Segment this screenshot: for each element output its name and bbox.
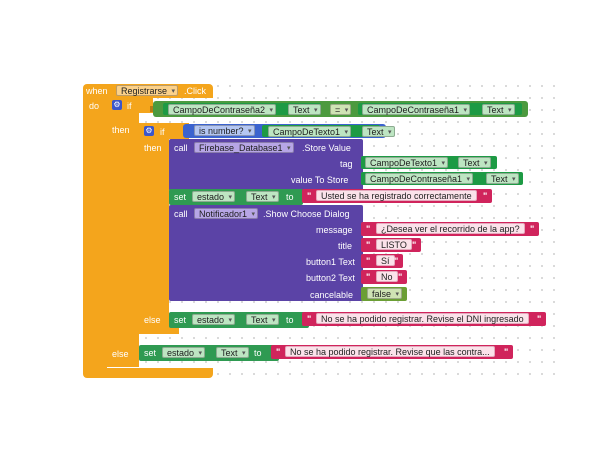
getter-right-property[interactable]: Text — [482, 104, 515, 116]
event-block-left-arm — [83, 96, 107, 372]
dialog-call-label: call — [174, 209, 188, 219]
when-label: when — [86, 86, 108, 96]
message-text-value[interactable]: ¿Desea ver el recorrido de la app? — [376, 223, 525, 234]
getter-right-component[interactable]: CampoDeContraseña1 — [362, 104, 471, 116]
pass-error-close-quote: " — [504, 347, 509, 357]
dni-error-text-value[interactable]: No se ha podido registrar. Revise el DNI… — [316, 313, 529, 324]
button1-open-quote: " — [366, 256, 371, 266]
title-open-quote: " — [366, 240, 371, 250]
tag-getter-property[interactable]: Text — [458, 157, 491, 169]
set-dni-component[interactable]: estado — [192, 314, 236, 326]
button2-text-value[interactable]: No — [376, 271, 398, 282]
success-open-quote: " — [307, 191, 312, 201]
value-to-store-label: value To Store — [291, 175, 349, 185]
title-text-value[interactable]: LISTO — [376, 239, 412, 250]
set-success-property[interactable]: Text — [246, 191, 279, 203]
store-method-label: .Store Value — [302, 143, 351, 153]
set-pass-set-label: set — [144, 348, 157, 358]
title-close-quote: " — [412, 240, 417, 250]
cancelable-boolean-dropdown[interactable]: false — [367, 288, 403, 300]
set-estado-success-block[interactable] — [169, 189, 303, 205]
button2-label: button2 Text — [306, 273, 355, 283]
cancelable-label: cancelable — [310, 290, 354, 300]
do-label: do — [89, 101, 100, 111]
outer-else-label: else — [112, 349, 129, 359]
button2-open-quote: " — [366, 272, 371, 282]
set-dni-to-label: to — [286, 315, 294, 325]
value-getter-component[interactable]: CampoDeContraseña1 — [365, 173, 474, 185]
pass-error-text-value[interactable]: No se ha podido registrar. Revise que la… — [285, 346, 495, 357]
notificador-component-dropdown[interactable]: Notificador1 — [194, 208, 259, 220]
firebase-component-dropdown[interactable]: Firebase_Database1 — [194, 142, 294, 154]
getter-campodetexto-property[interactable]: Text — [362, 126, 395, 138]
set-pass-component[interactable]: estado — [162, 347, 206, 359]
success-close-quote: " — [483, 191, 488, 201]
button1-text-value[interactable]: Sí — [376, 255, 395, 266]
getter-left-property[interactable]: Text — [288, 104, 321, 116]
set-pass-to-label: to — [254, 348, 262, 358]
dni-error-close-quote: " — [537, 314, 542, 324]
tag-label: tag — [340, 159, 353, 169]
inner-if-footer — [139, 326, 179, 334]
dialog-method-label: .Show Choose Dialog — [263, 209, 350, 219]
set-success-set-label: set — [174, 192, 187, 202]
compare-socket — [150, 106, 153, 112]
event-name-label: .Click — [184, 86, 206, 96]
store-call-label: call — [174, 143, 188, 153]
button1-label: button1 Text — [306, 257, 355, 267]
is-number-dropdown[interactable]: is number? — [194, 125, 255, 137]
value-getter-property[interactable]: Text — [486, 173, 519, 185]
getter-campodetexto-component[interactable]: CampoDeTexto1 — [268, 126, 352, 138]
event-block-footer — [83, 368, 213, 378]
message-close-quote: " — [530, 224, 535, 234]
set-success-component[interactable]: estado — [192, 191, 236, 203]
tag-getter-component[interactable]: CampoDeTexto1 — [365, 157, 449, 169]
compare-operator-dropdown[interactable]: = — [330, 104, 352, 116]
set-pass-property[interactable]: Text — [216, 347, 249, 359]
button1-close-quote: " — [394, 256, 399, 266]
dni-error-open-quote: " — [307, 314, 312, 324]
button2-close-quote: " — [398, 272, 403, 282]
pass-error-open-quote: " — [276, 347, 281, 357]
component-dropdown-registrarse[interactable]: Registrarse — [116, 85, 179, 97]
outer-if-label: if — [127, 101, 132, 111]
inner-if-label: if — [160, 127, 165, 137]
inner-if-gear-icon[interactable]: ⚙ — [144, 126, 154, 136]
set-success-to-label: to — [286, 192, 294, 202]
inner-else-label: else — [144, 315, 161, 325]
set-dni-property[interactable]: Text — [246, 314, 279, 326]
inner-if-arm — [139, 137, 169, 330]
set-dni-set-label: set — [174, 315, 187, 325]
getter-left-component[interactable]: CampoDeContraseña2 — [168, 104, 277, 116]
outer-if-arm — [107, 112, 139, 367]
inner-then-label: then — [144, 143, 162, 153]
message-open-quote: " — [366, 224, 371, 234]
message-label: message — [316, 225, 353, 235]
show-choose-dialog-block[interactable] — [169, 205, 363, 301]
outer-if-gear-icon[interactable]: ⚙ — [112, 100, 122, 110]
outer-then-label: then — [112, 125, 130, 135]
title-label: title — [338, 241, 353, 251]
success-text-value[interactable]: Usted se ha registrado correctamente — [316, 190, 477, 201]
